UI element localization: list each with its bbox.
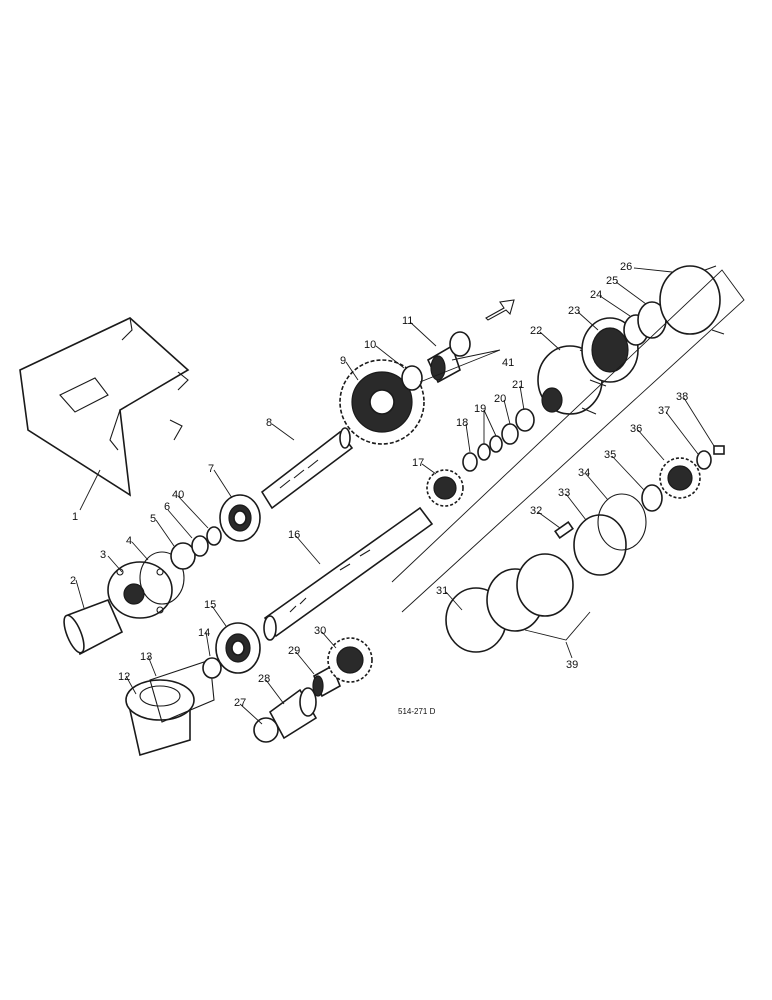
callout-26: 26	[620, 261, 632, 273]
plate-39b	[516, 553, 574, 617]
ring-34	[597, 493, 647, 551]
snap-ring-14	[202, 657, 222, 679]
gear-30	[327, 637, 373, 683]
ring-6	[191, 535, 209, 557]
bearing-21	[515, 408, 535, 432]
callout-9: 9	[340, 355, 346, 367]
callout-8: 8	[266, 417, 272, 429]
direction-arrow-icon	[485, 299, 515, 321]
callout-16: 16	[288, 529, 300, 541]
hub-28	[268, 687, 318, 740]
ring-27	[253, 717, 279, 743]
callout-35: 35	[604, 449, 616, 461]
callout-37: 37	[658, 405, 670, 417]
ring-40	[206, 526, 222, 546]
callout-3: 3	[100, 549, 106, 561]
callout-30: 30	[314, 625, 326, 637]
callout-31: 31	[436, 585, 448, 597]
callout-38: 38	[676, 391, 688, 403]
callout-4: 4	[126, 535, 132, 547]
callout-29: 29	[288, 645, 300, 657]
ring-19b	[489, 435, 503, 453]
callout-40: 40	[172, 489, 184, 501]
bracket-39	[524, 611, 591, 641]
pin-38	[713, 445, 725, 455]
shaft-sleeve	[63, 598, 124, 656]
gear-17	[426, 469, 464, 507]
callout-14: 14	[198, 627, 210, 639]
callout-6: 6	[164, 501, 170, 513]
ring-41	[449, 331, 471, 357]
callout-21: 21	[512, 379, 524, 391]
ball-bearing-15	[215, 622, 261, 674]
ring-20	[501, 423, 519, 445]
spring-32	[554, 521, 574, 539]
callout-34: 34	[578, 467, 590, 479]
ring-37	[696, 450, 712, 470]
callout-41: 41	[502, 357, 514, 369]
main-shaft-16	[263, 506, 434, 641]
gear-36	[659, 457, 701, 499]
gasket	[139, 551, 185, 605]
ring-35	[641, 484, 663, 512]
reference-code: 514-271 D	[398, 707, 436, 716]
callout-24: 24	[590, 289, 602, 301]
callout-5: 5	[150, 513, 156, 525]
gasket-13	[149, 659, 215, 723]
callout-18: 18	[456, 417, 468, 429]
callout-10: 10	[364, 339, 376, 351]
callout-12: 12	[118, 671, 130, 683]
pressure-plate-26	[659, 265, 725, 335]
bushing-11	[426, 344, 461, 384]
callout-39: 39	[566, 659, 578, 671]
ring-18	[462, 452, 478, 472]
ring-10	[401, 365, 423, 391]
callout-25: 25	[606, 275, 618, 287]
assembly-bracket	[391, 269, 745, 613]
callout-20: 20	[494, 393, 506, 405]
end-cover-12	[125, 679, 195, 757]
callout-23: 23	[568, 305, 580, 317]
callout-33: 33	[558, 487, 570, 499]
callout-17: 17	[412, 457, 424, 469]
plate-33	[573, 514, 627, 576]
callout-2: 2	[70, 575, 76, 587]
callout-1: 1	[72, 511, 78, 523]
callout-13: 13	[140, 651, 152, 663]
splined-shaft-8	[260, 427, 354, 510]
bracket-41	[419, 349, 501, 383]
callout-7: 7	[208, 463, 214, 475]
callout-labels: 1 2 3 4 5 6 7 8 9 10 11 12 13 14 15 16 1…	[70, 261, 688, 709]
callout-28: 28	[258, 673, 270, 685]
callout-32: 32	[530, 505, 542, 517]
callout-27: 27	[234, 697, 246, 709]
callout-11: 11	[402, 315, 413, 327]
ball-bearing-7	[219, 494, 261, 542]
ring-5	[170, 542, 196, 570]
callout-36: 36	[630, 423, 642, 435]
callout-22: 22	[530, 325, 542, 337]
callout-15: 15	[204, 599, 216, 611]
callout-19: 19	[474, 403, 486, 415]
bearing-housing	[107, 561, 173, 619]
leader-lines	[75, 267, 715, 725]
guard-cover	[19, 317, 190, 497]
ring-19a	[477, 443, 491, 461]
